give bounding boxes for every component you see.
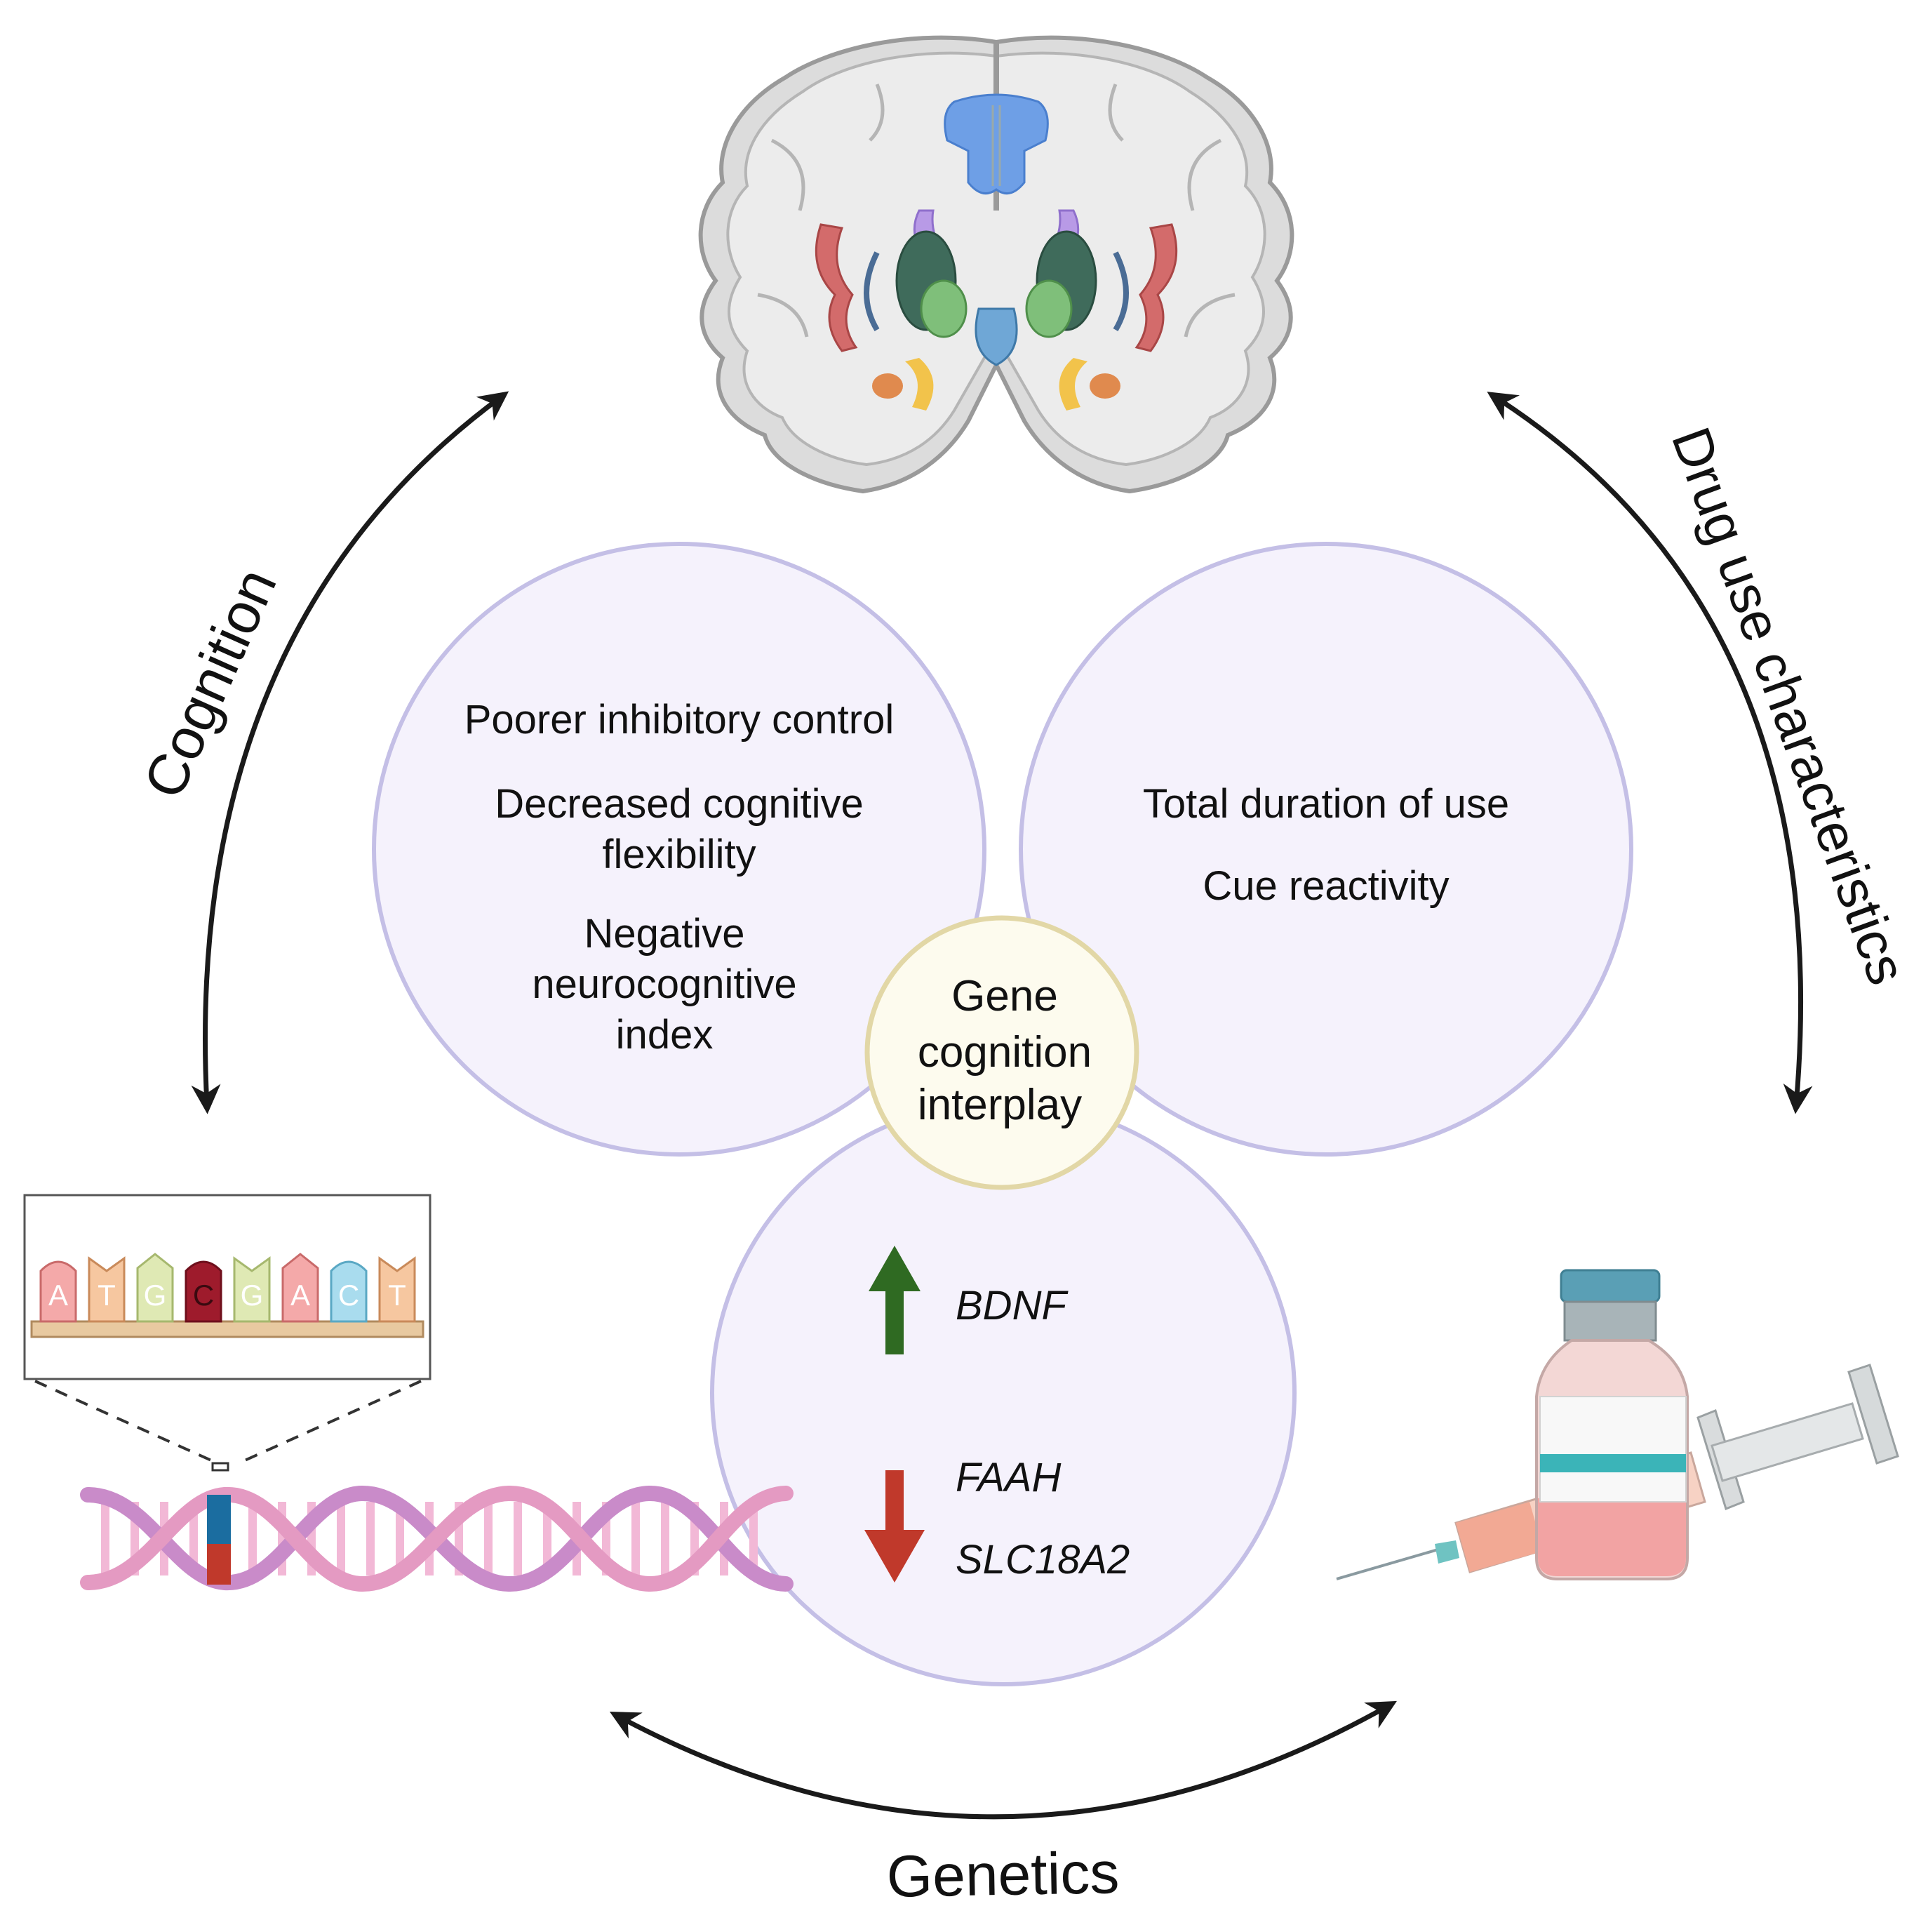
dna-helix-icon — [80, 1485, 794, 1592]
vial-icon — [1535, 1269, 1689, 1580]
nucleotide-block — [185, 1260, 222, 1323]
cognition-circle — [372, 542, 986, 1157]
nucleotide-block — [330, 1260, 368, 1323]
nucleotide-block — [88, 1256, 126, 1323]
drug-line: Total duration of use — [1143, 781, 1509, 827]
cognition-label: Cognition — [132, 559, 289, 808]
cognition-items: Poorer inhibitory control Decreased cogn… — [464, 697, 895, 1058]
center-line: cognition — [918, 1028, 1092, 1077]
cognition-line: Decreased cognitive — [495, 781, 864, 827]
nucleotide-letter: T — [388, 1279, 406, 1312]
nucleotide-block — [233, 1256, 271, 1323]
drug-line: Cue reactivity — [1203, 863, 1449, 909]
center-line: interplay — [918, 1081, 1082, 1129]
nucleotide-letter: G — [241, 1279, 264, 1312]
brain-icon — [698, 35, 1294, 494]
nucleotide-letter: C — [193, 1279, 214, 1312]
drug-circle — [1019, 542, 1633, 1157]
nucleotide-block — [281, 1253, 319, 1323]
genetics-cycle-arrow — [609, 1700, 1397, 1820]
cognition-line: Negative — [584, 911, 745, 957]
down-arrow-icon — [864, 1470, 925, 1583]
drug-cycle-arrow — [1487, 392, 1813, 1114]
center-text: Gene cognition interplay — [918, 972, 1092, 1129]
faah-gene: FAAH — [956, 1455, 1061, 1500]
cognition-line: index — [616, 1012, 714, 1058]
nucleotide-block — [39, 1260, 77, 1323]
drug-use-label: Drug use characteristics — [1660, 420, 1919, 992]
center-circle — [864, 915, 1139, 1190]
nucleotide-letter: G — [144, 1279, 167, 1312]
bdnf-gene: BDNF — [956, 1283, 1069, 1328]
nucleotide-letter: A — [290, 1279, 310, 1312]
cognition-cycle-arrow — [191, 391, 509, 1114]
nucleotide-block — [378, 1256, 416, 1323]
drug-items: Total duration of use Cue reactivity — [1143, 781, 1509, 909]
cognition-line: neurocognitive — [532, 961, 796, 1007]
genetics-label: Genetics — [886, 1839, 1120, 1910]
nucleotide-letter: C — [338, 1279, 359, 1312]
cognition-line: Poorer inhibitory control — [464, 697, 895, 742]
nucleotide-letter: A — [48, 1279, 68, 1312]
nucleotide-letter: T — [98, 1279, 116, 1312]
cognition-line: flexibility — [602, 832, 756, 877]
nucleotide-block — [136, 1253, 174, 1323]
slc18a2-gene: SLC18A2 — [956, 1537, 1130, 1583]
up-arrow-icon — [869, 1246, 921, 1354]
center-line: Gene — [951, 972, 1058, 1020]
